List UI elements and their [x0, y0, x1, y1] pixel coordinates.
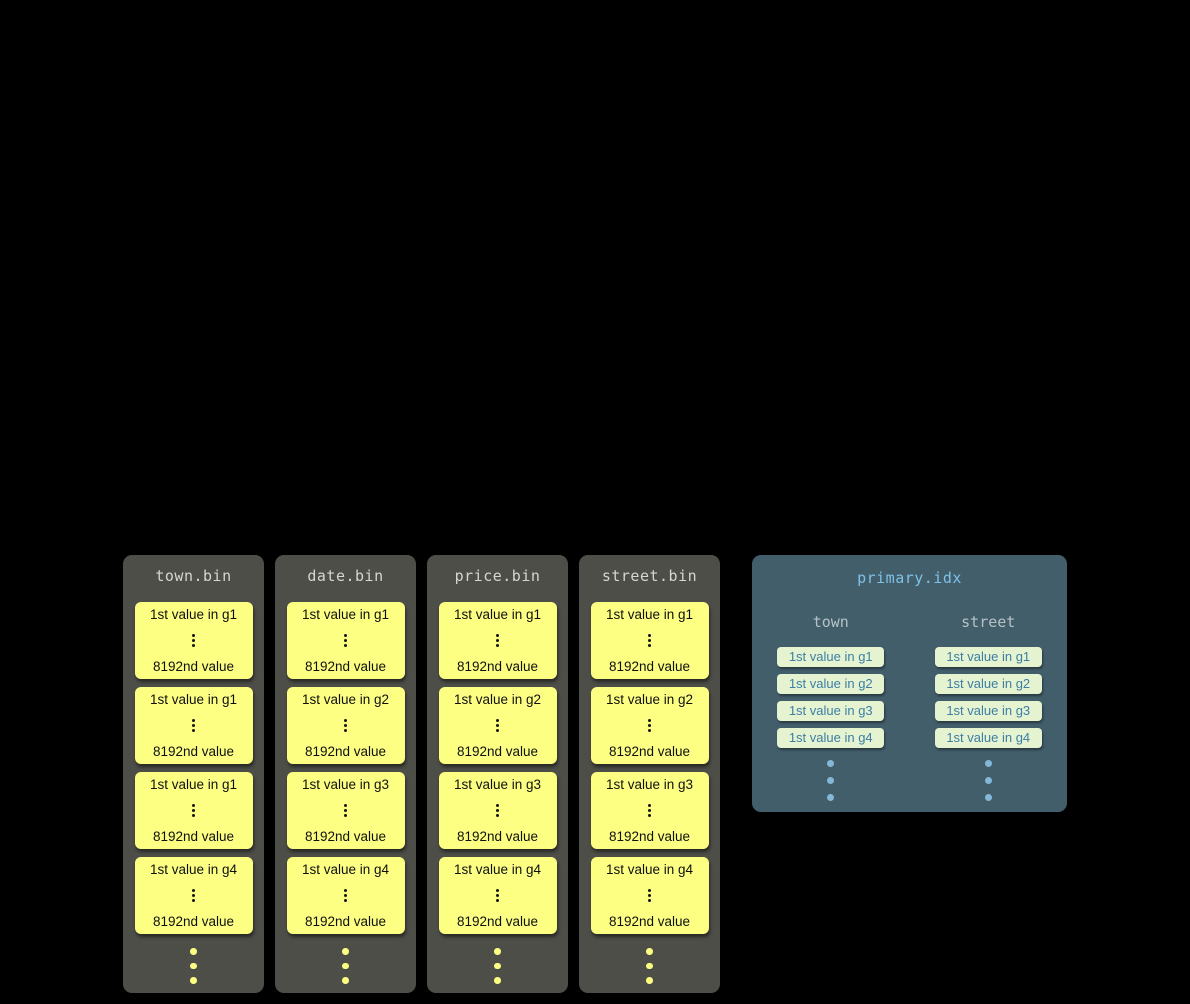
granule-stack: 1st value in g1 8192nd value 1st value i… [286, 602, 405, 942]
granule-last-value: 8192nd value [152, 914, 235, 929]
granule-box: 1st value in g3 8192nd value [286, 772, 405, 849]
granule-last-value: 8192nd value [456, 659, 539, 674]
granule-box: 1st value in g1 8192nd value [286, 602, 405, 679]
granule-first-value: 1st value in g1 [605, 607, 694, 622]
granule-last-value: 8192nd value [152, 744, 235, 759]
bin-file-date: date.bin 1st value in g1 8192nd value 1s… [275, 555, 416, 993]
bin-file-street: street.bin 1st value in g1 8192nd value … [579, 555, 720, 993]
granule-box: 1st value in g1 8192nd value [590, 602, 709, 679]
index-entry: 1st value in g1 [777, 647, 885, 667]
granule-first-value: 1st value in g3 [453, 777, 542, 792]
granule-last-value: 8192nd value [304, 829, 387, 844]
granule-stack: 1st value in g1 8192nd value 1st value i… [590, 602, 709, 942]
primary-index-title: primary.idx [857, 569, 962, 587]
vertical-ellipsis-icon [496, 804, 499, 817]
granule-last-value: 8192nd value [304, 659, 387, 674]
granule-first-value: 1st value in g1 [149, 607, 238, 622]
granule-box: 1st value in g2 8192nd value [590, 687, 709, 764]
vertical-ellipsis-icon [496, 634, 499, 647]
granule-last-value: 8192nd value [456, 744, 539, 759]
vertical-ellipsis-icon [192, 719, 195, 732]
granule-first-value: 1st value in g1 [149, 692, 238, 707]
granule-first-value: 1st value in g4 [453, 862, 542, 877]
bin-file-title: street.bin [601, 567, 698, 585]
granule-last-value: 8192nd value [608, 914, 691, 929]
granule-last-value: 8192nd value [152, 829, 235, 844]
bin-file-price: price.bin 1st value in g1 8192nd value 1… [427, 555, 568, 993]
granule-box: 1st value in g4 8192nd value [134, 857, 253, 934]
vertical-ellipsis-icon [496, 889, 499, 902]
vertical-ellipsis-icon [496, 719, 499, 732]
more-granules-ellipsis-icon [190, 948, 197, 984]
index-entry: 1st value in g2 [777, 674, 885, 694]
index-entry: 1st value in g3 [934, 701, 1042, 721]
index-column-street: street 1st value in g1 1st value in g2 1… [910, 613, 1068, 801]
index-column-town: town 1st value in g1 1st value in g2 1st… [752, 613, 910, 801]
index-column-name: street [961, 613, 1016, 631]
index-entry: 1st value in g4 [777, 728, 885, 748]
granule-first-value: 1st value in g3 [301, 777, 390, 792]
granule-first-value: 1st value in g1 [453, 607, 542, 622]
granule-first-value: 1st value in g1 [301, 607, 390, 622]
vertical-ellipsis-icon [648, 889, 651, 902]
vertical-ellipsis-icon [648, 634, 651, 647]
index-column-name: town [812, 613, 849, 631]
vertical-ellipsis-icon [648, 719, 651, 732]
granule-first-value: 1st value in g2 [605, 692, 694, 707]
granule-last-value: 8192nd value [304, 914, 387, 929]
granule-last-value: 8192nd value [608, 829, 691, 844]
granule-box: 1st value in g1 8192nd value [134, 772, 253, 849]
granule-first-value: 1st value in g2 [301, 692, 390, 707]
more-granules-ellipsis-icon [342, 948, 349, 984]
granule-first-value: 1st value in g4 [605, 862, 694, 877]
bin-file-title: date.bin [307, 567, 384, 585]
index-entry: 1st value in g4 [934, 728, 1042, 748]
vertical-ellipsis-icon [344, 634, 347, 647]
granule-box: 1st value in g3 8192nd value [590, 772, 709, 849]
bin-file-title: price.bin [454, 567, 541, 585]
granule-last-value: 8192nd value [152, 659, 235, 674]
granule-last-value: 8192nd value [608, 659, 691, 674]
granule-first-value: 1st value in g1 [149, 777, 238, 792]
granule-box: 1st value in g2 8192nd value [438, 687, 557, 764]
primary-index-file: primary.idx town 1st value in g1 1st val… [752, 555, 1067, 812]
granule-box: 1st value in g4 8192nd value [438, 857, 557, 934]
more-entries-ellipsis-icon [827, 760, 835, 801]
granule-box: 1st value in g3 8192nd value [438, 772, 557, 849]
vertical-ellipsis-icon [344, 804, 347, 817]
granule-box: 1st value in g4 8192nd value [590, 857, 709, 934]
granule-last-value: 8192nd value [456, 829, 539, 844]
bin-file-title: town.bin [155, 567, 232, 585]
granule-last-value: 8192nd value [608, 744, 691, 759]
vertical-ellipsis-icon [192, 889, 195, 902]
vertical-ellipsis-icon [192, 634, 195, 647]
granule-box: 1st value in g4 8192nd value [286, 857, 405, 934]
granule-last-value: 8192nd value [456, 914, 539, 929]
vertical-ellipsis-icon [344, 889, 347, 902]
granule-stack: 1st value in g1 8192nd value 1st value i… [438, 602, 557, 942]
primary-index-columns: town 1st value in g1 1st value in g2 1st… [752, 613, 1067, 801]
granule-first-value: 1st value in g3 [605, 777, 694, 792]
vertical-ellipsis-icon [648, 804, 651, 817]
granule-first-value: 1st value in g4 [301, 862, 390, 877]
granule-stack: 1st value in g1 8192nd value 1st value i… [134, 602, 253, 942]
granule-last-value: 8192nd value [304, 744, 387, 759]
granule-box: 1st value in g2 8192nd value [286, 687, 405, 764]
index-entry: 1st value in g3 [777, 701, 885, 721]
granule-first-value: 1st value in g2 [453, 692, 542, 707]
granule-first-value: 1st value in g4 [149, 862, 238, 877]
more-granules-ellipsis-icon [646, 948, 653, 984]
granule-box: 1st value in g1 8192nd value [134, 602, 253, 679]
index-entry: 1st value in g1 [934, 647, 1042, 667]
more-entries-ellipsis-icon [984, 760, 992, 801]
granule-box: 1st value in g1 8192nd value [134, 687, 253, 764]
vertical-ellipsis-icon [192, 804, 195, 817]
bin-file-town: town.bin 1st value in g1 8192nd value 1s… [123, 555, 264, 993]
more-granules-ellipsis-icon [494, 948, 501, 984]
granule-box: 1st value in g1 8192nd value [438, 602, 557, 679]
index-entry: 1st value in g2 [934, 674, 1042, 694]
vertical-ellipsis-icon [344, 719, 347, 732]
